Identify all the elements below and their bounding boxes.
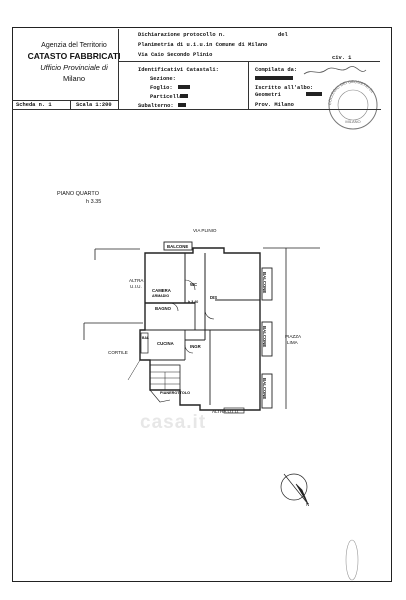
province-label: Prov. Milano <box>255 102 294 108</box>
catasto-title: CATASTO FABBRICATI <box>27 51 121 61</box>
planimetria-label: Planimetria di u.i.u.in Comune di Milano <box>138 42 268 48</box>
scheda-bottom-line <box>12 109 380 110</box>
office-name: Ufficio Provinciale di <box>40 63 108 72</box>
protocol-date-label: del <box>278 32 288 38</box>
piazza-label: PIAZZA <box>285 334 302 339</box>
cortile-label: CORTILE <box>108 350 128 355</box>
signature-scribble <box>303 66 367 75</box>
agency-header: Agenzia del Territorio CATASTO FABBRICAT… <box>18 40 130 84</box>
particella-label: Particella: <box>150 94 186 100</box>
stamp-city: MILANO <box>345 119 360 124</box>
casa-watermark: casa.it <box>140 412 207 433</box>
civic-label: civ. 1 <box>332 55 352 61</box>
scheda-divider <box>70 100 71 109</box>
header-divider <box>118 61 380 62</box>
floor-height: h 3.35 <box>86 199 102 205</box>
room-height-note: h 3.40 <box>188 300 199 304</box>
address-label: Via Caio Secondo Plinio <box>138 52 213 58</box>
compiler-name-redacted <box>255 76 293 80</box>
north-label: N <box>306 502 310 507</box>
room-cucina: CUCINA <box>157 341 174 346</box>
room-balcone-right-3: BALCONE <box>262 378 267 400</box>
foglio-redacted <box>178 85 190 89</box>
room-wc: WC <box>190 282 198 287</box>
room-dis: DIS <box>210 295 218 300</box>
room-balcone-right-2: BALCONE <box>262 326 267 348</box>
floor-label: PIANO QUARTO <box>57 191 99 197</box>
agency-name: Agenzia del Territorio <box>41 42 107 49</box>
geometri-stamp: COLLEGIO DEI GEOMETRI DI MILANO <box>327 79 378 130</box>
room-bal: BAL <box>142 336 149 340</box>
identificativi-label: Identificativi Catastali: <box>138 67 219 73</box>
document-sheet <box>12 27 392 582</box>
altra-uiu-bottom: ALTRA U.I.U. <box>212 409 240 414</box>
iscritto-label: Iscritto all'albo: <box>255 85 314 91</box>
room-armadio: ARMADIO <box>152 294 170 298</box>
subalterno-redacted <box>178 103 186 107</box>
room-camera: CAMERA <box>152 288 171 293</box>
protocol-label: Dichiarazione protocollo n. <box>138 32 226 38</box>
geometri-label: Geometri <box>255 92 281 98</box>
scheda-top-line <box>12 100 118 101</box>
scale-label: Scala 1:200 <box>76 102 112 108</box>
north-arrow-icon <box>280 473 309 505</box>
subalterno-label: Subalterno: <box>138 103 174 109</box>
piazza-label-2: LIMA <box>287 340 298 345</box>
scheda-label: Scheda n. 1 <box>16 102 52 108</box>
particella-redacted <box>180 94 188 98</box>
altra-uiu-left: ALTRA <box>129 278 144 283</box>
side-stamp <box>345 539 359 581</box>
register-number-redacted <box>306 92 322 96</box>
room-pianerottolo: PIANEROTTOLO <box>160 391 191 395</box>
street-label: VIA PLINIO <box>193 228 217 233</box>
header-column-divider <box>248 61 249 109</box>
altra-uiu-left-2: U.I.U. <box>130 284 142 289</box>
room-ingr: INGR <box>190 344 201 349</box>
room-balcone-top: BALCONE <box>167 244 189 249</box>
office-city: Milano <box>62 74 86 83</box>
foglio-label: Foglio: <box>150 85 173 91</box>
sezione-label: Sezione: <box>150 76 176 82</box>
room-bagno: BAGNO <box>155 306 171 311</box>
room-balcone-right-1: BALCONE <box>262 272 267 294</box>
compilata-label: Compilata da: <box>255 67 298 73</box>
